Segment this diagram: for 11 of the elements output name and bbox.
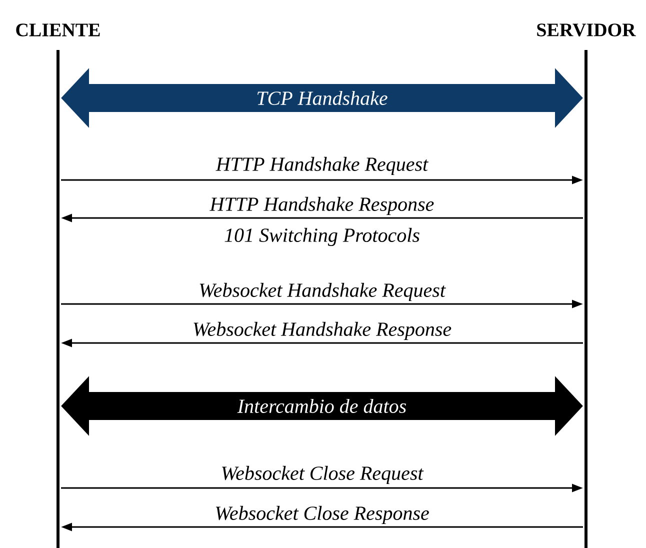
participant-label: SERVIDOR [537, 24, 636, 36]
status-text: 101 Switching Protocols [224, 228, 420, 246]
edge-label: HTTP Handshake Request [216, 156, 428, 176]
edge-label: Websocket Handshake Request [200, 282, 446, 302]
edge-label: HTTP Handshake Response [210, 196, 434, 216]
edge-label: Websocket Close Request [222, 466, 424, 484]
participant-label: CLIENTE [16, 24, 100, 36]
edge-label: Intercambio de datos [237, 398, 406, 414]
edge-label: TCP Handshake [257, 90, 388, 106]
edge-label: Websocket Handshake Response [194, 322, 452, 340]
edge-label: Websocket Close Response [216, 506, 429, 524]
